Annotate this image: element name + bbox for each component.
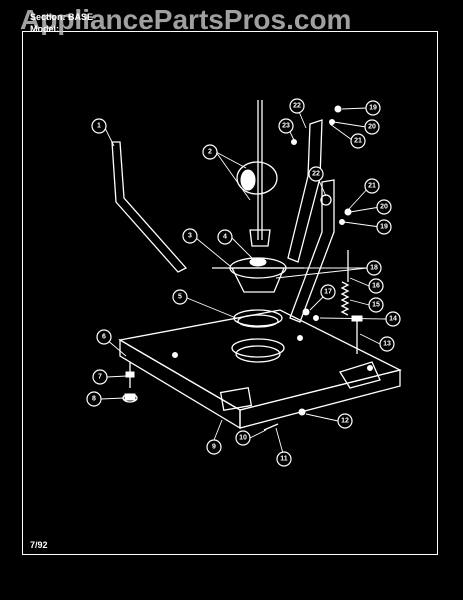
base-plate [118,309,402,430]
svg-text:23: 23 [282,123,290,130]
callout-21b: 21 [364,178,380,194]
callout-2: 2 [202,144,218,160]
callout-8: 8 [86,391,102,407]
svg-text:21: 21 [368,183,376,190]
svg-text:12: 12 [341,418,349,425]
callout-17: 17 [320,284,336,300]
callout-22: 22 [289,98,305,114]
callout-23: 23 [278,118,294,134]
svg-text:14: 14 [389,316,397,323]
callout-12: 12 [337,413,353,429]
diagram-frame [22,31,438,555]
hardware [263,105,352,431]
callout-15: 15 [368,297,384,313]
callout-20b: 20 [376,199,392,215]
svg-text:20: 20 [380,204,388,211]
svg-text:13: 13 [383,341,391,348]
drive-hub [212,257,304,293]
svg-text:2: 2 [208,149,212,156]
svg-text:3: 3 [188,233,192,240]
svg-text:11: 11 [280,456,288,463]
callout-5: 5 [172,289,188,305]
svg-text:1: 1 [97,123,101,130]
svg-text:10: 10 [239,435,247,442]
leveling-leg [122,362,138,403]
watermark: AppliancePartsPros.com [20,4,352,35]
callout-22b: 22 [308,166,324,182]
callout-16: 16 [368,278,384,294]
svg-text:18: 18 [370,265,378,272]
svg-text:9: 9 [212,444,216,451]
callout-19b: 19 [376,219,392,235]
revision-date: 7/92 [30,540,48,550]
svg-text:5: 5 [178,294,182,301]
svg-text:7: 7 [98,374,102,381]
svg-text:19: 19 [380,224,388,231]
spring [340,250,350,316]
svg-text:4: 4 [223,234,227,241]
callout-9: 9 [206,439,222,455]
svg-text:20: 20 [368,124,376,131]
pulley-assembly [236,100,278,247]
svg-text:22: 22 [293,103,301,110]
strap-left [111,141,188,273]
svg-text:16: 16 [372,283,380,290]
callout-4: 4 [217,229,233,245]
seal-ring [233,309,283,328]
callout-13: 13 [379,336,395,352]
callout-19: 19 [365,100,381,116]
callout-18: 18 [366,260,382,276]
bracket-right [287,119,335,323]
callout-11: 11 [276,451,292,467]
svg-text:19: 19 [369,105,377,112]
callout-1: 1 [91,118,107,134]
model-label: Model: [30,24,59,34]
section-label: Section: BASE [30,12,94,22]
svg-text:17: 17 [324,289,332,296]
callout-20: 20 [364,119,380,135]
callout-6: 6 [96,329,112,345]
svg-text:6: 6 [102,334,106,341]
svg-text:8: 8 [92,396,96,403]
callout-21: 21 [350,133,366,149]
svg-text:21: 21 [354,138,362,145]
bolt [351,315,363,354]
callout-3: 3 [182,228,198,244]
callout-14: 14 [385,311,401,327]
callout-7: 7 [92,369,108,385]
svg-text:15: 15 [372,302,380,309]
callout-10: 10 [235,430,251,446]
svg-text:22: 22 [312,171,320,178]
